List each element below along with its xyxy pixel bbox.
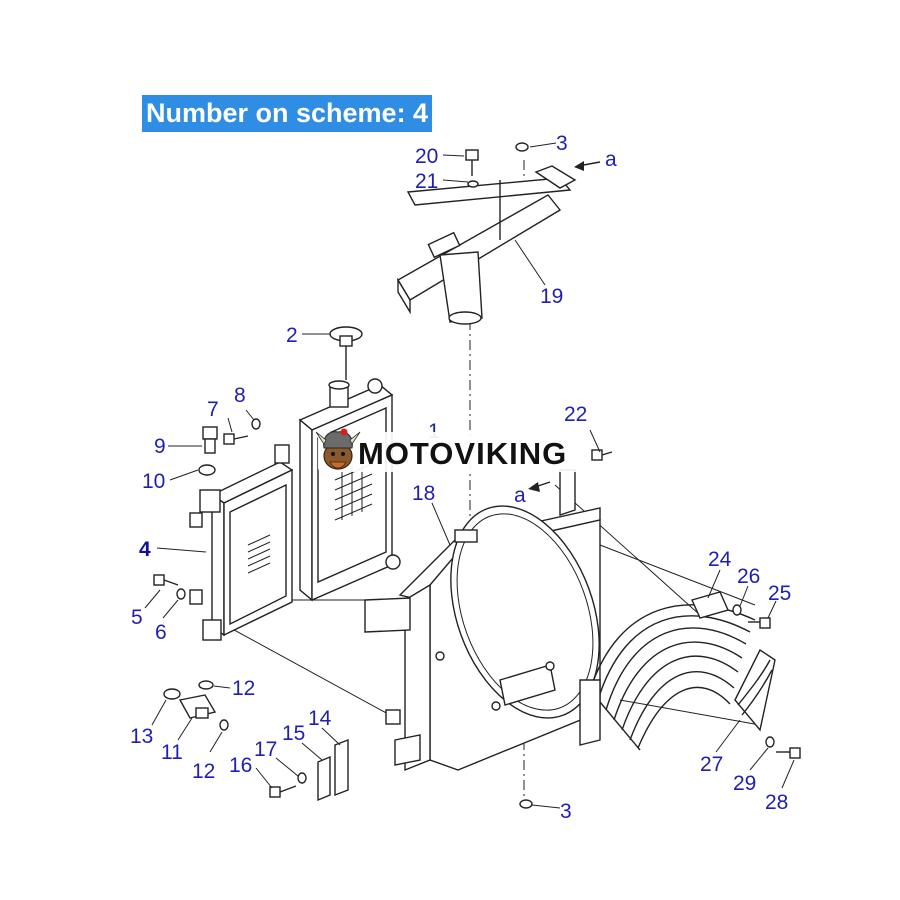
callout-6: 6: [155, 621, 167, 644]
callout-25: 25: [768, 582, 791, 605]
small-hardware-right: [591, 449, 801, 759]
bolt-part-25: [748, 617, 771, 629]
alignment-lines: [224, 160, 761, 800]
callout-12-lower: 12: [192, 760, 215, 783]
callout-24: 24: [708, 548, 732, 571]
bolt-part-16: [269, 785, 297, 798]
callout-29: 29: [733, 772, 756, 795]
o-ring-part-12-upper: [198, 680, 214, 690]
nut-part-3-bottom: [519, 799, 533, 809]
callout-22: 22: [564, 403, 587, 426]
arrow-label-a-mid: a: [514, 484, 526, 507]
oil-cooler-part-4: [189, 444, 294, 641]
callout-14: 14: [308, 707, 332, 730]
o-ring-part-10: [198, 464, 216, 476]
radiator-cap-part-2: [329, 326, 363, 380]
washer-part-26: [732, 604, 742, 616]
callout-27: 27: [700, 753, 723, 776]
o-ring-part-12-lower: [219, 719, 229, 731]
fan-guard-part-24-27: [579, 591, 776, 751]
callout-5: 5: [131, 606, 143, 629]
viking-mascot-icon: [315, 428, 361, 470]
nut-part-3-top: [515, 142, 529, 152]
callout-26: 26: [737, 565, 760, 588]
callout-13: 13: [130, 725, 153, 748]
callout-20: 20: [415, 145, 438, 168]
callout-3-bottom: 3: [560, 800, 572, 823]
callout-1: 1: [428, 420, 440, 443]
washer-part-17: [297, 772, 307, 784]
direction-arrows: [528, 161, 601, 492]
callout-10: 10: [142, 470, 165, 493]
callout-7: 7: [207, 398, 219, 421]
callout-8: 8: [234, 384, 246, 407]
washer-part-8: [251, 418, 261, 430]
washer-part-29: [765, 736, 775, 748]
o-ring-part-13: [163, 688, 181, 700]
washer-part-6: [176, 588, 186, 600]
callout-4: 4: [139, 538, 151, 561]
small-hardware-top: [465, 142, 533, 809]
callout-21: 21: [415, 170, 438, 193]
callout-17: 17: [254, 738, 277, 761]
motoviking-watermark: MOTOVIKING: [315, 428, 580, 472]
washer-part-21: [467, 180, 479, 188]
callout-16: 16: [229, 754, 252, 777]
bolt-part-5: [153, 574, 179, 586]
callout-18: 18: [412, 482, 435, 505]
callout-12-upper: 12: [232, 677, 255, 700]
bolt-part-7: [223, 433, 249, 445]
callout-labels: 1 2 3 3 4 5 6 7 8 9 10 11 12 12 13 14 15…: [130, 132, 791, 823]
callout-2: 2: [286, 324, 298, 347]
radiator-part-1: [298, 378, 401, 602]
small-hardware-left: [153, 418, 261, 600]
leader-lines: [144, 142, 795, 809]
callout-3-top: 3: [556, 132, 568, 155]
upper-bracket-part-19: [397, 165, 577, 325]
fitting-assembly-part-11: [163, 680, 229, 731]
fan-shroud-part-18: [364, 469, 601, 772]
bolt-part-22: [591, 449, 613, 461]
brand-name: MOTOVIKING: [358, 436, 567, 471]
callout-11: 11: [161, 741, 183, 764]
callout-9: 9: [154, 435, 166, 458]
scheme-number-banner: Number on scheme: 4: [142, 95, 433, 132]
bolt-part-20: [465, 149, 479, 176]
arrow-label-a-top: a: [605, 148, 617, 171]
callout-28: 28: [765, 791, 788, 814]
bolt-part-28: [776, 747, 801, 759]
sensor-part-9: [202, 426, 218, 454]
callout-19: 19: [540, 285, 563, 308]
callout-15: 15: [282, 722, 305, 745]
mount-brackets-part-14-15: [269, 738, 349, 802]
